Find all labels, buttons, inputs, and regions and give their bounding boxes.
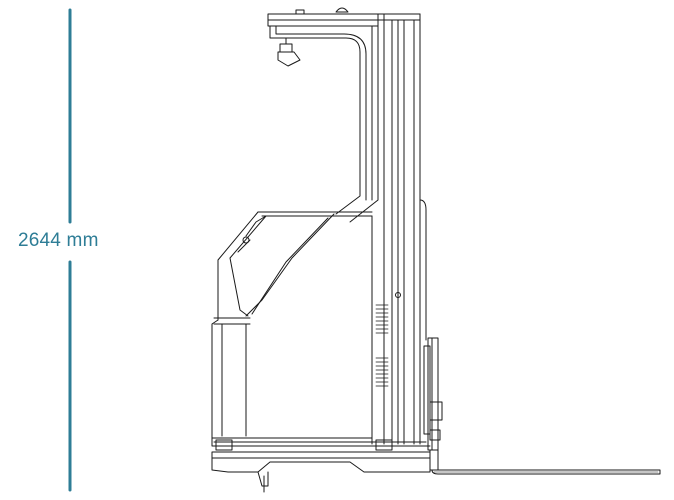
truck-body: [211, 211, 431, 447]
work-light: [277, 37, 301, 67]
forks: [431, 469, 661, 475]
truck-base: [211, 439, 431, 493]
height-dimension-label: 2644 mm: [18, 230, 99, 251]
fork-carriage: [423, 337, 443, 471]
overhead-guard: [267, 7, 379, 223]
mast: [375, 13, 427, 445]
